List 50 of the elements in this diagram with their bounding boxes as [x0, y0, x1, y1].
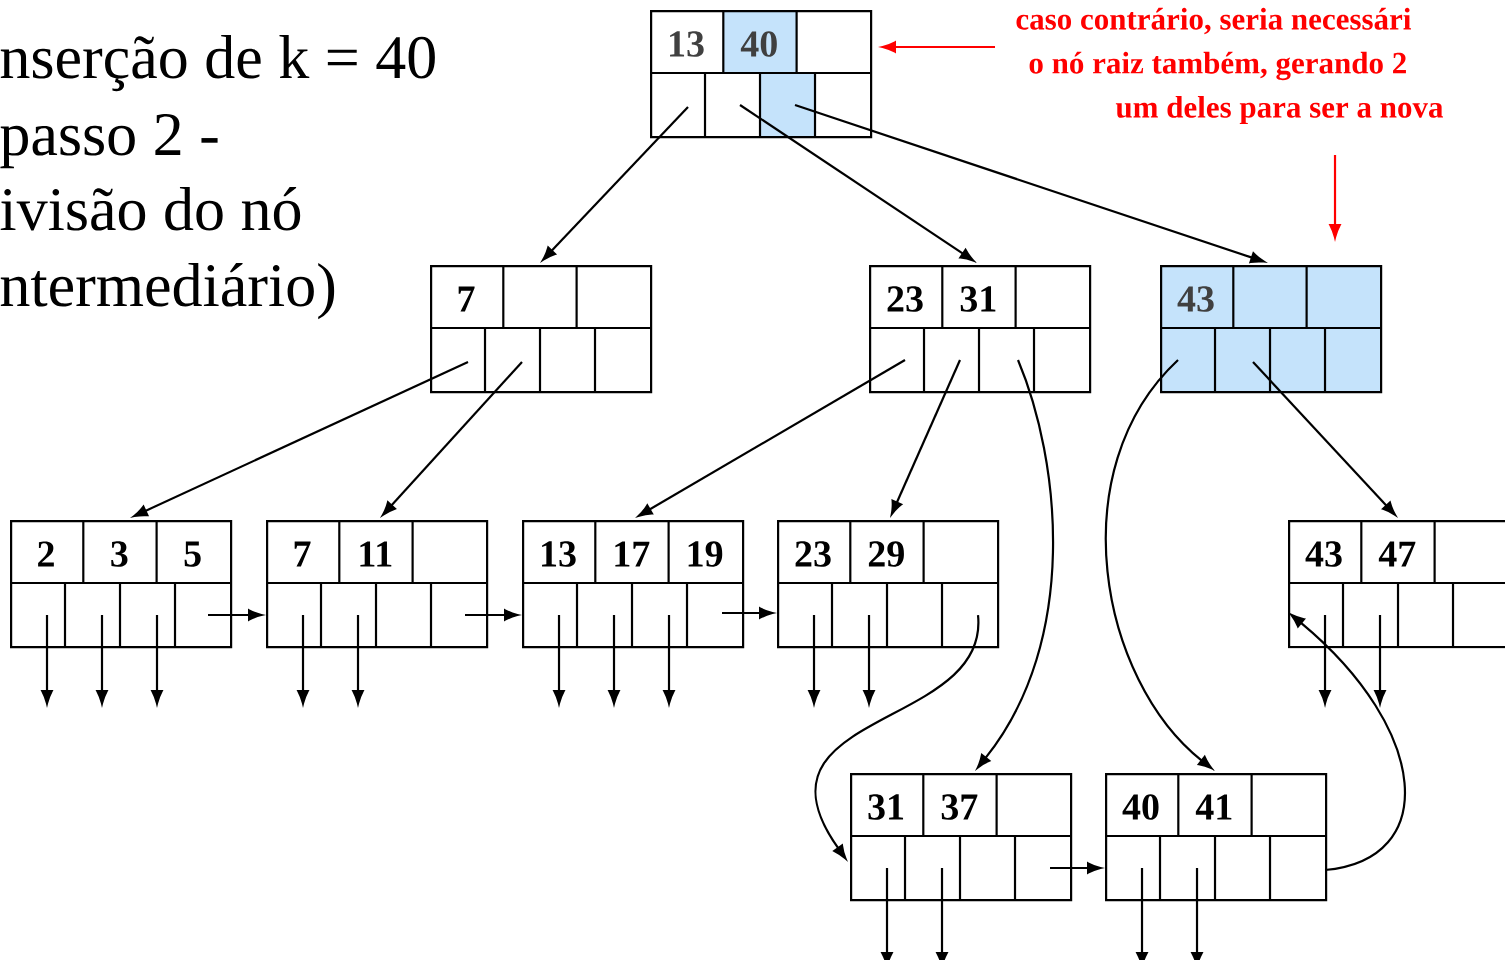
btree-node: 7 — [430, 265, 653, 394]
arrow — [814, 614, 980, 860]
annotation-text: caso contrário, seria necessári o nó raiz também, gerando 2 um deles para ser a nova — [1016, 7, 1443, 125]
title-text: ntermediário) — [0, 262, 335, 320]
arrow — [96, 615, 108, 705]
arrow — [465, 609, 519, 621]
btree-node: 13 40 — [650, 10, 873, 139]
arrow — [794, 103, 1265, 264]
arrow — [663, 615, 675, 705]
arrow — [739, 104, 975, 262]
arrow — [542, 106, 689, 261]
arrow — [936, 868, 948, 960]
arrow — [1136, 868, 1148, 960]
arrow — [722, 607, 774, 619]
btree-node: 43 47 — [1288, 520, 1505, 649]
arrow — [1104, 359, 1213, 770]
btree-node: 23 29 — [777, 520, 1000, 649]
arrow — [151, 615, 163, 705]
arrow — [133, 361, 469, 518]
title-text: passo 2 - — [0, 113, 218, 169]
btree-node: 31 37 — [850, 773, 1073, 902]
arrow — [976, 359, 1054, 769]
arrow — [1050, 862, 1102, 874]
arrow — [1252, 361, 1396, 516]
btree-node: 40 41 — [1105, 773, 1328, 902]
btree-node: 23 31 — [869, 265, 1092, 394]
title-text: ivisão do nó — [0, 186, 301, 231]
title-text: nserção de k = 40 — [0, 34, 435, 92]
arrow — [1290, 613, 1406, 872]
arrow — [637, 359, 906, 517]
arrow — [41, 615, 53, 705]
arrow — [881, 41, 995, 53]
btree-node: 13 17 19 — [522, 520, 745, 649]
arrow — [808, 615, 820, 705]
btree-node: 43 — [1160, 265, 1383, 394]
arrow — [863, 615, 875, 705]
arrow — [352, 615, 364, 705]
arrow — [1319, 615, 1331, 705]
arrow — [1329, 155, 1341, 239]
arrow — [382, 361, 523, 516]
arrow — [881, 868, 893, 960]
arrow — [297, 615, 309, 705]
arrow — [553, 615, 565, 705]
btree-node: 7 11 — [266, 520, 489, 649]
arrow — [890, 359, 961, 515]
arrow — [1191, 868, 1203, 960]
arrow — [1374, 615, 1386, 705]
btree-node: 2 3 5 — [10, 520, 233, 649]
arrow — [608, 615, 620, 705]
arrow — [208, 609, 263, 621]
